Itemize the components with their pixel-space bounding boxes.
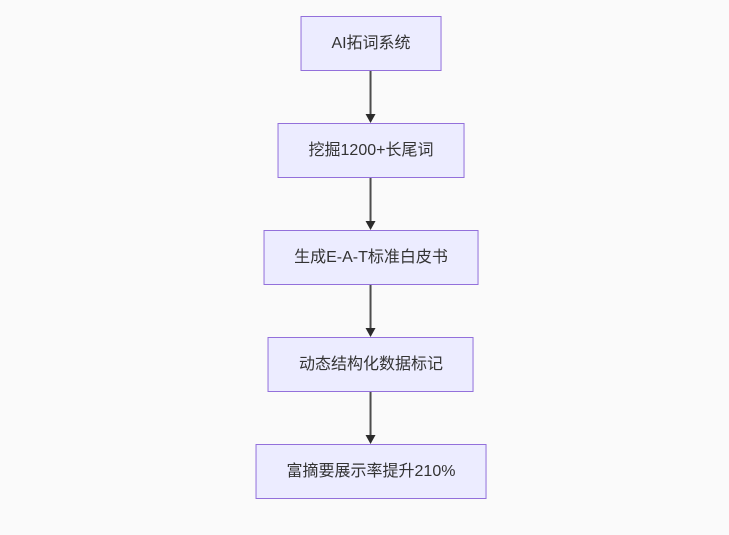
arrowhead-down-icon	[366, 328, 376, 337]
arrow-line	[370, 71, 372, 116]
flow-node-label: 生成E-A-T标准白皮书	[294, 248, 448, 266]
flow-node-label: AI拓词系统	[331, 34, 411, 52]
arrow-line	[370, 392, 372, 437]
arrowhead-down-icon	[366, 221, 376, 230]
flow-node-label: 动态结构化数据标记	[298, 355, 443, 373]
arrowhead-down-icon	[366, 114, 376, 123]
arrowhead-down-icon	[366, 435, 376, 444]
flow-edge-3	[365, 285, 377, 337]
flow-node-label: 挖掘1200+长尾词	[308, 141, 434, 159]
flow-node-dynamic-structured-data-markup: 动态结构化数据标记	[267, 337, 474, 392]
arrow-line	[370, 285, 372, 330]
arrow-line	[370, 178, 372, 223]
flow-edge-2	[365, 178, 377, 230]
flow-node-rich-snippet-rate-increase: 富摘要展示率提升210%	[255, 444, 487, 499]
flow-edge-4	[365, 392, 377, 444]
flowchart: AI拓词系统 挖掘1200+长尾词 生成E-A-T标准白皮书 动态结构化数据标记	[255, 16, 487, 499]
flow-edge-1	[365, 71, 377, 123]
flow-node-mine-longtail-keywords: 挖掘1200+长尾词	[277, 123, 465, 178]
flow-node-ai-word-expansion-system: AI拓词系统	[300, 16, 442, 71]
flow-node-label: 富摘要展示率提升210%	[286, 462, 456, 480]
flow-node-generate-eat-whitepaper: 生成E-A-T标准白皮书	[263, 230, 479, 285]
